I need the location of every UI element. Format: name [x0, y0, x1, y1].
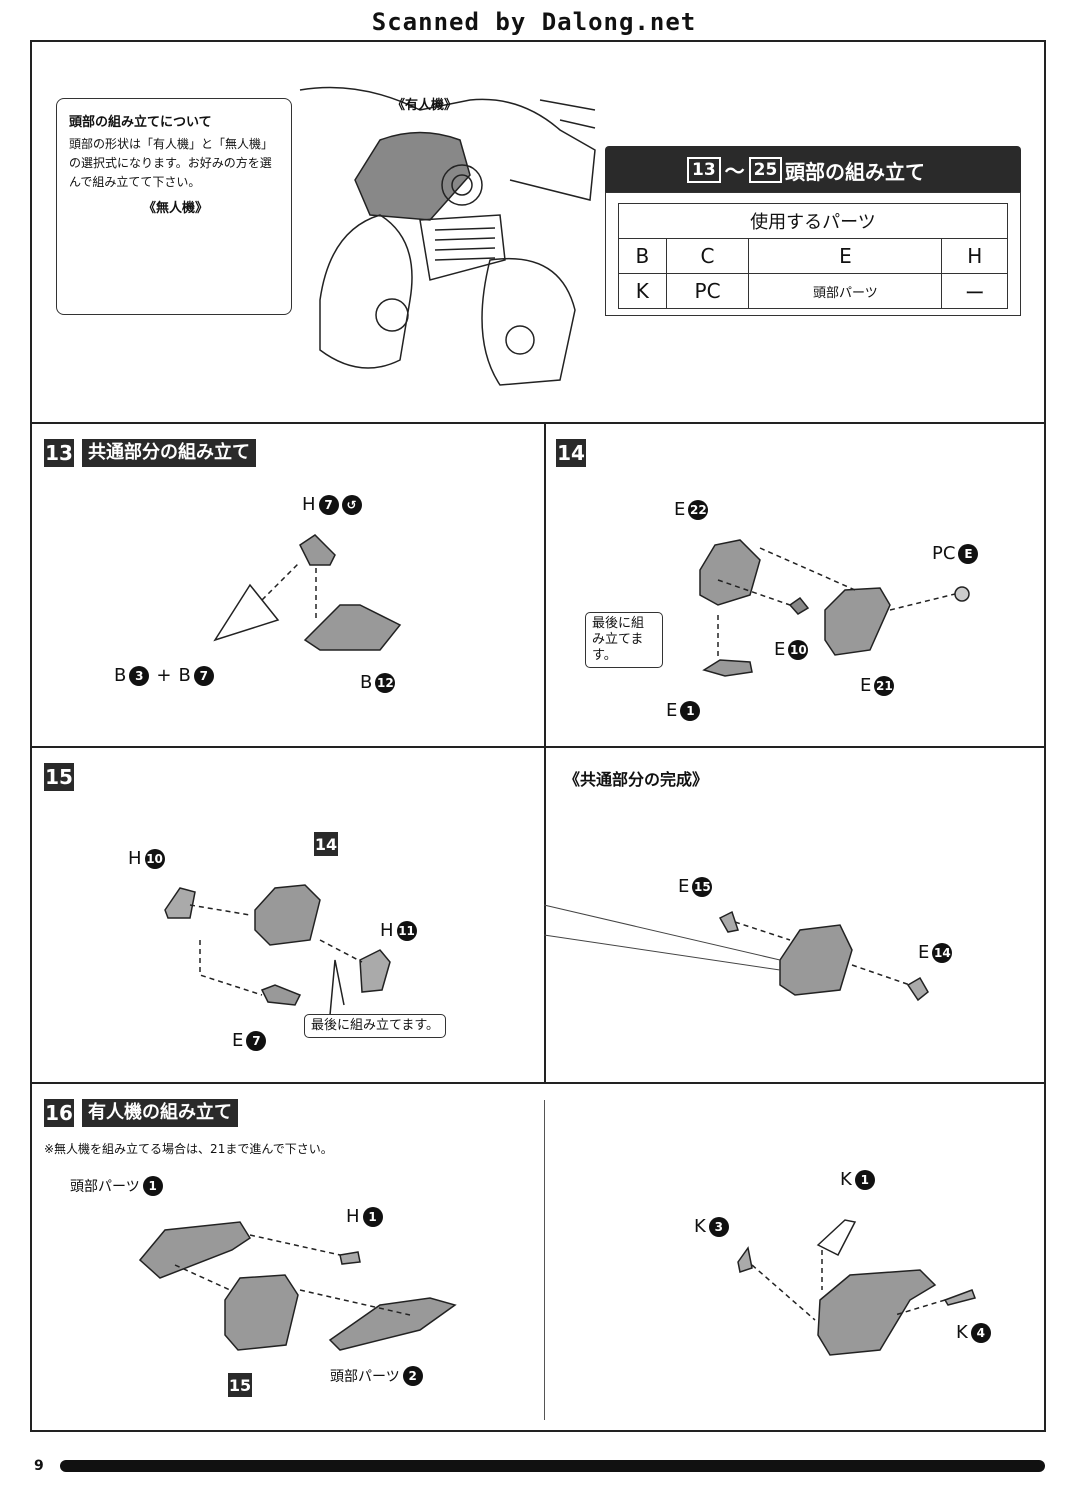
range-from: 13 [687, 156, 721, 183]
unmanned-label: 《無人機》 [143, 201, 209, 216]
step-15-number: 15 [44, 763, 74, 791]
scan-credit: Scanned by Dalong.net [371, 8, 697, 36]
divider-1 [30, 422, 1046, 424]
common-complete-title: 《共通部分の完成》 [564, 770, 709, 789]
ref-step-14: 14 [314, 832, 338, 856]
part-cell: PC [665, 273, 750, 309]
step-13-number: 13 [44, 439, 74, 467]
page-frame [30, 40, 1046, 1432]
step-15-callout: 最後に組み立てます。 [304, 1014, 447, 1038]
part-cell: H [941, 238, 1008, 274]
robot-head-manned [354, 131, 471, 221]
part-cell: E [748, 238, 943, 274]
divider-3 [30, 1082, 1046, 1084]
step-14-number: 14 [556, 439, 586, 467]
divider-2 [30, 746, 1046, 748]
part-cell: C [665, 238, 750, 274]
ref-step-15: 15 [228, 1373, 252, 1397]
parts-table: 使用するパーツ B C E H K PC 頭部パーツ ー [605, 192, 1021, 316]
rotate-icon: ↺ [341, 494, 362, 515]
info-title: 頭部の組み立てについて [69, 115, 212, 130]
step-16-title: 有人機の組み立て [82, 1099, 238, 1127]
divider-v1 [544, 422, 546, 748]
parts-caption: 使用するパーツ [618, 203, 1008, 239]
divider-v3 [544, 1100, 545, 1420]
step-16-number: 16 [44, 1099, 74, 1127]
section-header: 13 ～ 25 頭部の組み立て [605, 146, 1021, 192]
step-14-callout: 最後に組み立てます。 [585, 612, 663, 668]
step-13-title: 共通部分の組み立て [82, 439, 256, 467]
range-tilde: ～ [724, 159, 745, 183]
part-cell: ー [941, 273, 1008, 309]
step-16-note: ※無人機を組み立てる場合は、21まで進んで下さい。 [44, 1142, 333, 1156]
footer-brush-stroke [60, 1460, 1045, 1472]
part-cell: B [618, 238, 667, 274]
header-title: 頭部の組み立て [785, 160, 925, 184]
manned-label: 《有人機》 [392, 98, 458, 113]
robot-wing [299, 86, 596, 201]
divider-v2 [544, 748, 546, 1082]
part-cell: K [618, 273, 667, 309]
info-body: 頭部の形状は「有人機」と「無人機」の選択式になります。お好みの方を選んで組み立て… [69, 137, 274, 189]
range-to: 25 [748, 156, 783, 183]
part-cell: 頭部パーツ [748, 273, 943, 309]
assembly-info-box: 頭部の組み立てについて 頭部の形状は「有人機」と「無人機」の選択式になります。お… [56, 98, 292, 315]
page-number: 9 [34, 1458, 44, 1474]
